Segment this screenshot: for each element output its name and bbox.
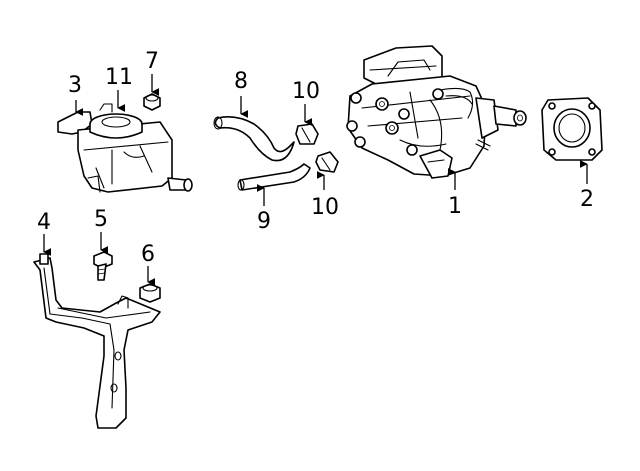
leader-lines [43,74,588,286]
hose-clip-lower [315,151,339,173]
callout-8: 8 [234,69,248,94]
callout-2: 2 [580,187,594,212]
lower-hose [237,163,311,191]
callout-1: 1 [448,194,462,219]
gasket [541,97,603,161]
callout-7: 7 [145,49,159,74]
callout-6: 6 [141,242,155,267]
callout-10-upper: 10 [292,79,320,104]
nut-bracket [139,283,161,303]
bolt [93,251,113,281]
callout-10-lower: 10 [311,195,339,220]
callout-9: 9 [257,209,271,234]
callout-3: 3 [68,73,82,98]
callout-labels: 3 11 7 8 10 10 9 1 2 4 5 6 [37,49,594,267]
reservoir-tank [57,103,193,193]
mounting-bracket [33,253,161,429]
callout-11: 11 [105,65,133,90]
callout-5: 5 [94,207,108,232]
callout-4: 4 [37,210,51,235]
nut-top [143,93,161,111]
upper-hose [213,116,295,162]
hose-clip-upper [295,123,319,145]
brake-booster-assembly [346,45,527,179]
